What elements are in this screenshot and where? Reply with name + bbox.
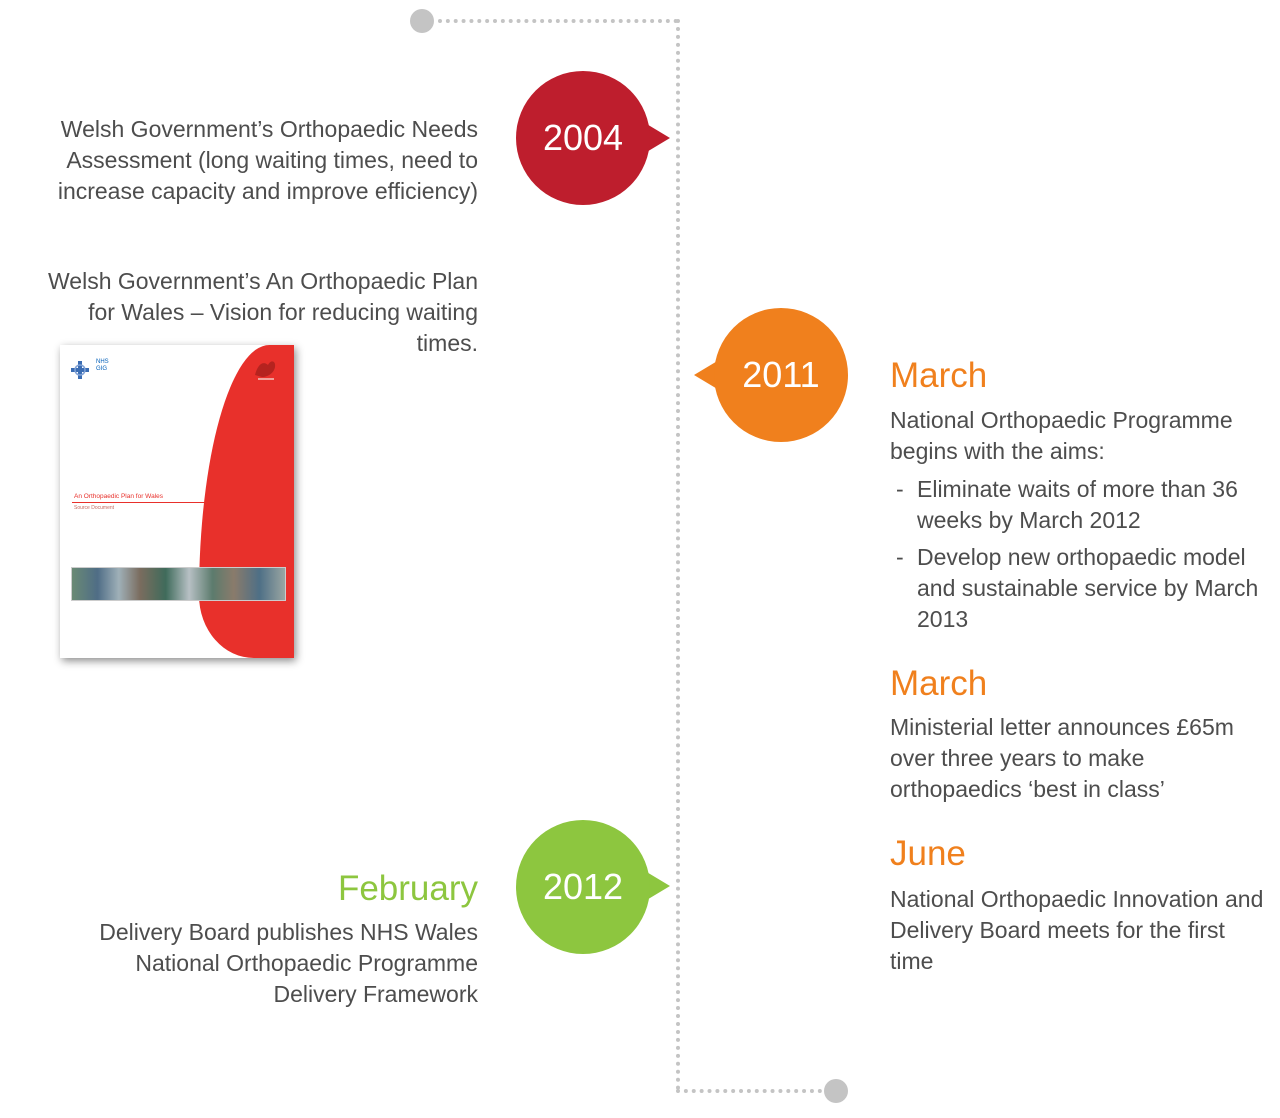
programme-aims-list: Eliminate waits of more than 36 weeks by… bbox=[890, 474, 1275, 641]
document-title: An Orthopaedic Plan for Wales bbox=[74, 493, 163, 500]
event-2011-march-text: National Orthopaedic Programme begins wi… bbox=[890, 407, 1233, 464]
year-2011-label: 2011 bbox=[742, 354, 820, 395]
year-2011-bubble: 2011 bbox=[714, 308, 848, 442]
event-march-letter-text: Ministerial letter announces £65m over t… bbox=[890, 714, 1234, 802]
nhs-logo-text: NHS GIG bbox=[96, 359, 109, 372]
welsh-dragon-crest-icon bbox=[255, 361, 276, 380]
list-item: Eliminate waits of more than 36 weeks by… bbox=[890, 474, 1275, 536]
year-2004-bubble: 2004 bbox=[516, 71, 650, 205]
event-2012-month: February bbox=[337, 869, 478, 908]
timeline-start-dot bbox=[410, 9, 434, 33]
event-june-month: June bbox=[890, 834, 966, 873]
event-2011-march-month: March bbox=[890, 356, 988, 395]
orthopaedic-plan-document-cover: NHS GIG An Orthopaedic Plan for Wales So… bbox=[60, 345, 294, 658]
event-march-letter-month: March bbox=[890, 664, 988, 703]
plan-text: Welsh Government’s An Orthopaedic Plan f… bbox=[48, 268, 478, 356]
timeline-end-dot bbox=[824, 1079, 848, 1103]
event-2004-text: Welsh Government’s Orthopaedic Needs Ass… bbox=[57, 116, 478, 204]
document-divider bbox=[72, 502, 284, 503]
nhs-logo-icon bbox=[71, 361, 89, 379]
timeline-top-connector bbox=[438, 19, 678, 23]
timeline-line bbox=[676, 19, 680, 1091]
list-item: Develop new orthopaedic model and sustai… bbox=[890, 542, 1275, 635]
timeline-bottom-connector bbox=[676, 1089, 822, 1093]
year-2004-label: 2004 bbox=[542, 117, 624, 158]
year-2012-label: 2012 bbox=[542, 866, 624, 907]
document-subtitle: Source Document bbox=[74, 505, 115, 511]
year-2012-bubble: 2012 bbox=[516, 820, 650, 954]
document-photo-strip bbox=[71, 567, 286, 601]
event-2012-text: Delivery Board publishes NHS Wales Natio… bbox=[99, 919, 478, 1007]
event-june-text: National Orthopaedic Innovation and Deli… bbox=[890, 886, 1264, 974]
